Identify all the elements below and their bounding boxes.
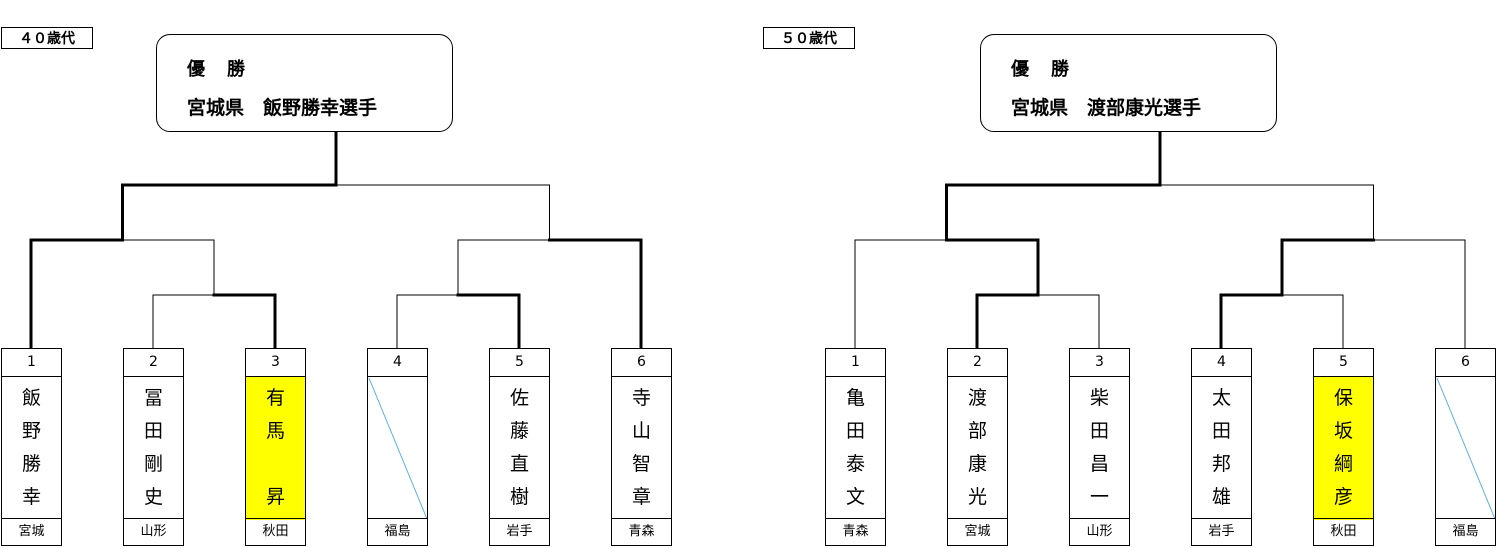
player-name-char: 樹	[509, 486, 529, 508]
age-group-label: ４０歳代	[1, 27, 93, 49]
player-seed-number: 5	[490, 349, 549, 377]
player-name-char: 柴	[1089, 387, 1109, 409]
player-name-char: 田	[1211, 420, 1231, 442]
player-name-char: 飯	[21, 387, 41, 409]
player-name-char: 藤	[509, 420, 529, 442]
player-name: 佐藤直樹	[490, 377, 549, 520]
player-name-char: 馬	[265, 420, 285, 442]
player-name-char: 田	[1089, 420, 1109, 442]
player-prefecture: 宮城	[948, 518, 1007, 545]
player-prefecture: 青森	[826, 518, 885, 545]
player-prefecture: 山形	[124, 518, 183, 545]
player-name-char: 坂	[1333, 420, 1353, 442]
player-name-char: 寺	[631, 387, 651, 409]
player-name-char: 有	[265, 387, 285, 409]
player-seed-number: 3	[1070, 349, 1129, 377]
bye-slash	[1436, 377, 1495, 520]
player-name: 有馬昇	[246, 377, 305, 520]
player-name-char: 幸	[21, 486, 41, 508]
champion-box: 優 勝 宮城県 渡部康光選手	[980, 34, 1277, 132]
player-name-char: 綱	[1333, 453, 1353, 475]
player-name-char: 田	[845, 420, 865, 442]
player-name-char: 昇	[265, 486, 285, 508]
player-name-char: 保	[1333, 387, 1353, 409]
bye-slash	[368, 377, 427, 520]
player-name-char: 野	[21, 420, 41, 442]
player-prefecture: 岩手	[1192, 518, 1251, 545]
player-name-char: 山	[631, 420, 651, 442]
player-seed-number: 3	[246, 349, 305, 377]
player-name-char: 光	[967, 486, 987, 508]
player-name-char: 泰	[845, 453, 865, 475]
player-seed-number: 5	[1314, 349, 1373, 377]
champion-title: 優 勝	[187, 59, 247, 80]
player-name-char: 章	[631, 486, 651, 508]
player-seed-number: 4	[368, 349, 427, 377]
player-prefecture: 福島	[1436, 518, 1495, 545]
player-name-char: 剛	[143, 453, 163, 475]
player-prefecture: 秋田	[246, 518, 305, 545]
player-seed-number: 1	[826, 349, 885, 377]
player-seed-number: 6	[612, 349, 671, 377]
player-name-char: 田	[143, 420, 163, 442]
player-name-char: 勝	[21, 453, 41, 475]
champion-name: 宮城県 飯野勝幸選手	[187, 97, 378, 119]
player-name-char: 邦	[1211, 453, 1231, 475]
player-card: 6 福島	[1435, 348, 1496, 546]
player-name	[1436, 377, 1495, 520]
player-name-char: 彦	[1333, 486, 1353, 508]
champion-name: 宮城県 渡部康光選手	[1011, 97, 1202, 119]
player-name: 渡部康光	[948, 377, 1007, 520]
player-seed-number: 1	[2, 349, 61, 377]
player-name: 飯野勝幸	[2, 377, 61, 520]
player-name-char: 佐	[509, 387, 529, 409]
player-seed-number: 6	[1436, 349, 1495, 377]
player-name-char: 渡	[967, 387, 987, 409]
player-name-char: 昌	[1089, 453, 1109, 475]
player-name-char: 部	[967, 420, 987, 442]
player-seed-number: 2	[124, 349, 183, 377]
player-name-char: 史	[143, 486, 163, 508]
player-name: 保坂綱彦	[1314, 377, 1373, 520]
player-name: 寺山智章	[612, 377, 671, 520]
player-name-char: 亀	[845, 387, 865, 409]
player-name-char: 雄	[1211, 486, 1231, 508]
player-name-char: 太	[1211, 387, 1231, 409]
age-group-label: ５０歳代	[763, 27, 855, 49]
player-card: 4 福島	[367, 348, 428, 546]
player-prefecture: 青森	[612, 518, 671, 545]
player-name-char: 一	[1089, 486, 1109, 508]
player-prefecture: 福島	[368, 518, 427, 545]
player-name	[368, 377, 427, 520]
player-name-char: 直	[509, 453, 529, 475]
player-name: 柴田昌一	[1070, 377, 1129, 520]
player-name-char: 康	[967, 453, 987, 475]
player-prefecture: 秋田	[1314, 518, 1373, 545]
player-name: 太田邦雄	[1192, 377, 1251, 520]
player-name-char: 冨	[143, 387, 163, 409]
player-name-char: 文	[845, 486, 865, 508]
player-seed-number: 4	[1192, 349, 1251, 377]
player-prefecture: 山形	[1070, 518, 1129, 545]
player-name: 冨田剛史	[124, 377, 183, 520]
player-name: 亀田泰文	[826, 377, 885, 520]
player-seed-number: 2	[948, 349, 1007, 377]
champion-title: 優 勝	[1011, 59, 1071, 80]
champion-box: 優 勝 宮城県 飯野勝幸選手	[156, 34, 453, 132]
player-prefecture: 宮城	[2, 518, 61, 545]
player-name-char: 智	[631, 453, 651, 475]
player-prefecture: 岩手	[490, 518, 549, 545]
